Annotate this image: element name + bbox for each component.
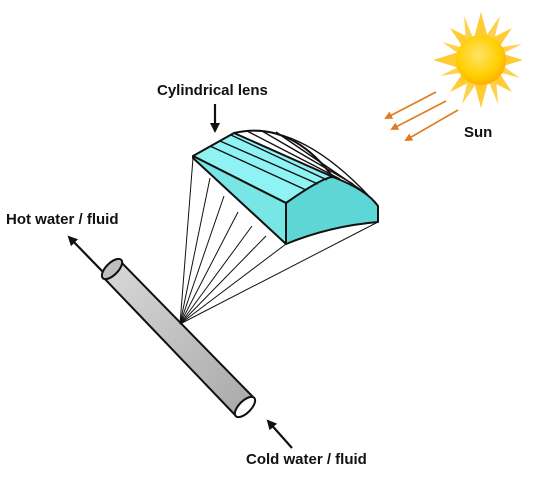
sunlight-arrows bbox=[384, 91, 459, 141]
sunlight-arrow bbox=[390, 100, 447, 130]
sunlight-arrow bbox=[404, 109, 459, 141]
hot-flow-arrow bbox=[67, 235, 104, 273]
cylindrical-lens-icon bbox=[192, 129, 379, 245]
label-arrows bbox=[67, 104, 293, 449]
pipe-icon bbox=[100, 257, 257, 419]
sun-icon bbox=[433, 12, 523, 108]
sun-label: Sun bbox=[464, 124, 493, 141]
cold-water-label: Cold water / fluid bbox=[246, 451, 367, 468]
cold-flow-arrow bbox=[266, 419, 293, 449]
sunlight-arrow bbox=[384, 91, 437, 119]
hot-water-label: Hot water / fluid bbox=[6, 211, 119, 228]
sun-core bbox=[456, 35, 506, 85]
cylindrical-lens-label: Cylindrical lens bbox=[157, 82, 268, 99]
light-focus-lines bbox=[179, 157, 379, 325]
